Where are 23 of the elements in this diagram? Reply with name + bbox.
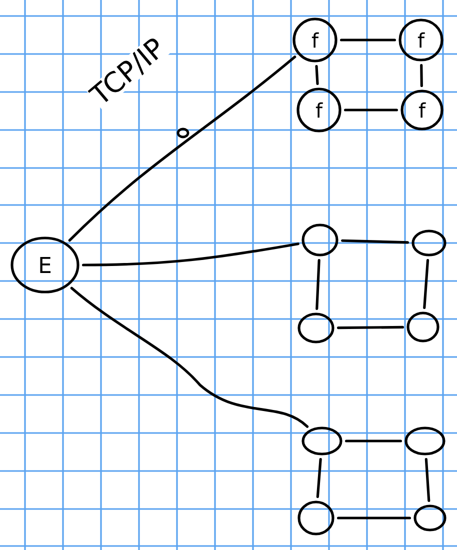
connector-line (316, 458, 322, 498)
empty-circle (298, 312, 334, 344)
connector-line (337, 516, 411, 520)
empty-circle (414, 504, 446, 532)
connector-line (340, 38, 396, 42)
connector-line (337, 326, 404, 330)
connector-line (344, 108, 398, 112)
connector-line (423, 258, 430, 310)
connector-line (345, 440, 402, 442)
empty-circle (406, 312, 440, 342)
connector-line (316, 258, 320, 310)
empty-circle (298, 500, 334, 536)
empty-circle (412, 230, 446, 256)
empty-circle (302, 224, 338, 256)
empty-circle (404, 426, 446, 456)
connector-line (420, 64, 423, 87)
empty-circle (302, 426, 342, 456)
connector-line (82, 242, 300, 266)
connector-line (70, 286, 309, 428)
connector-line (424, 458, 430, 502)
connector-line (315, 64, 319, 86)
connector-line (340, 239, 409, 244)
connector-line (68, 56, 296, 242)
